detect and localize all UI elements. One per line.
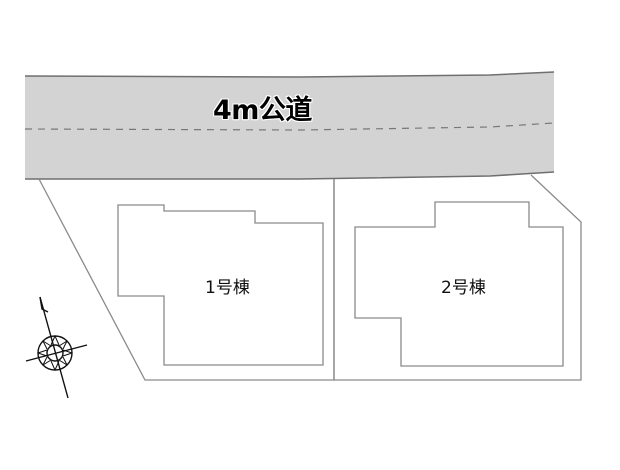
building-2-label: 2号棟 (441, 278, 486, 298)
lot-boundaries (38, 174, 582, 381)
road-centerline (24, 122, 555, 131)
road-label: 4m公道 (213, 95, 312, 126)
lot-2-boundary (333, 174, 582, 381)
north-compass-icon (25, 296, 88, 399)
building-footprints (117, 201, 564, 367)
building-2-footprint (354, 201, 564, 367)
building-1-footprint (117, 204, 324, 366)
public-road (24, 71, 555, 180)
lot-1-boundary (38, 178, 335, 381)
building-1-label: 1号棟 (205, 278, 250, 298)
